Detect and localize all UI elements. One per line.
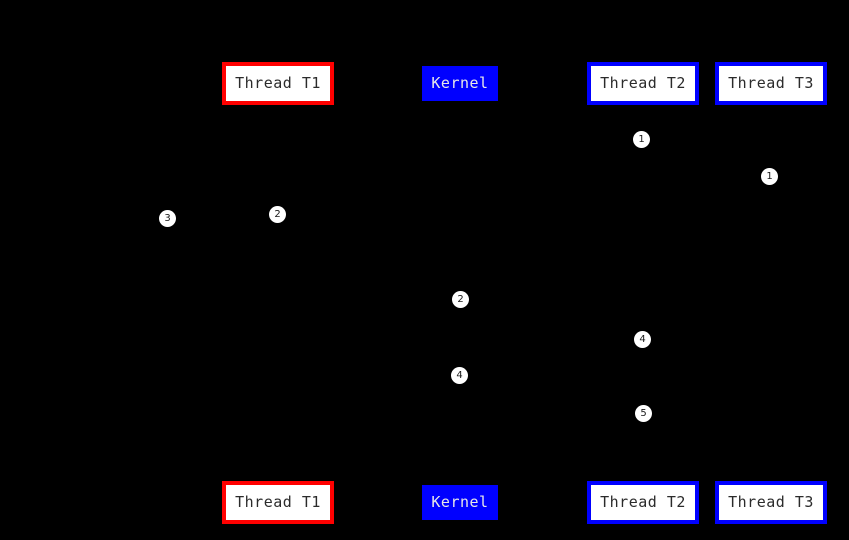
lifeline-tick-bottom-t1 (277, 475, 280, 481)
participant-label: Kernel (431, 74, 489, 92)
lifeline-tick-bottom-t2 (642, 475, 645, 481)
participant-label: Thread T1 (235, 74, 321, 92)
participant-label: Thread T2 (600, 493, 686, 511)
step-marker: 4 (451, 367, 468, 384)
lifeline-tick-top-t3 (770, 104, 773, 110)
step-marker: 2 (269, 206, 286, 223)
step-number: 2 (274, 208, 281, 220)
step-number: 4 (456, 369, 463, 381)
participant-label: Kernel (431, 493, 489, 511)
step-number: 3 (164, 212, 171, 224)
participant-label: Thread T3 (728, 493, 814, 511)
participant-thread-t2-bottom[interactable]: Thread T2 (587, 481, 699, 524)
step-marker: 3 (159, 210, 176, 227)
participant-thread-t2-top[interactable]: Thread T2 (587, 62, 699, 105)
step-marker: 4 (634, 331, 651, 348)
step-number: 1 (638, 133, 645, 145)
step-number: 1 (766, 170, 773, 182)
participant-thread-t3-bottom[interactable]: Thread T3 (715, 481, 827, 524)
step-marker: 1 (633, 131, 650, 148)
step-marker: 5 (635, 405, 652, 422)
step-number: 2 (457, 293, 464, 305)
participant-thread-t1-bottom[interactable]: Thread T1 (222, 481, 334, 524)
lifeline-tick-top-t2 (642, 104, 645, 110)
lifeline-thread-t3 (771, 105, 772, 481)
participant-label: Thread T3 (728, 74, 814, 92)
step-number: 4 (639, 333, 646, 345)
participant-kernel-bottom[interactable]: Kernel (422, 485, 498, 520)
participant-kernel-top[interactable]: Kernel (422, 66, 498, 101)
participant-thread-t3-top[interactable]: Thread T3 (715, 62, 827, 105)
lifeline-thread-t1 (278, 105, 279, 481)
lifeline-tick-top-t1 (277, 104, 280, 110)
step-marker: 1 (761, 168, 778, 185)
participant-label: Thread T1 (235, 493, 321, 511)
participant-thread-t1-top[interactable]: Thread T1 (222, 62, 334, 105)
lifeline-tick-bottom-t3 (770, 475, 773, 481)
step-marker: 2 (452, 291, 469, 308)
step-number: 5 (640, 407, 647, 419)
lifeline-thread-t2 (643, 105, 644, 481)
participant-label: Thread T2 (600, 74, 686, 92)
